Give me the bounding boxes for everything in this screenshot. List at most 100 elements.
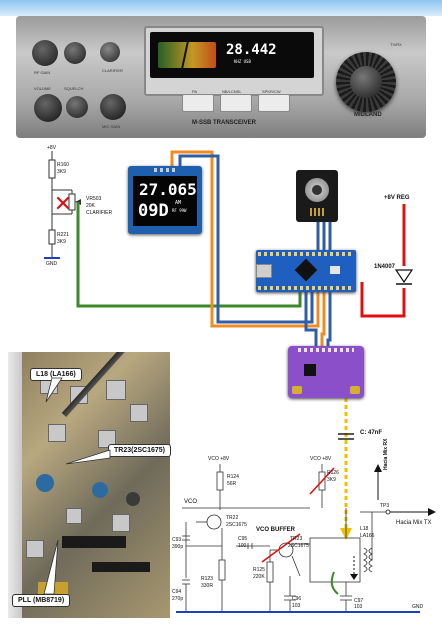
panel-label: PA [192,89,198,94]
board-photo [8,352,170,618]
vr503-pot [68,193,76,211]
green-bracket [330,571,339,595]
callout-tr23: TR23(2SC1675) [108,444,171,457]
header-banner [0,0,442,16]
callout-pll: PLL (MB8719) [12,594,71,607]
rotary-encoder [296,170,338,222]
c96-label: C96 [292,596,302,602]
radio-corner-text: TX/RX [390,42,402,47]
v8reg-label: +8V REG [384,195,410,201]
capacitor-label: C: 47nF [360,430,383,436]
can-coil [66,508,82,524]
cut-mark [56,196,70,210]
l18-label: L18 [360,526,369,532]
can-coil [98,430,116,448]
oled-header-pins [154,168,176,172]
encoder-pins [310,208,324,216]
electrolytic-cap [126,492,140,506]
nb-button [220,94,252,112]
r125-label: R125 [253,567,265,573]
r126-strike [309,467,335,495]
electrolytic-cap [92,482,108,498]
v8-label: +8V [47,145,57,151]
can-coil [48,424,66,442]
tr23-strike [261,533,301,563]
tr23-label: TR23 [290,536,303,542]
r123-label: R123 [201,576,213,582]
c93-label: C93 [172,537,182,543]
r221-label: R221 [57,232,69,238]
r125-resistor [266,561,274,583]
vr503-label: VR503 [86,196,102,202]
sma-connector [292,386,302,394]
r124-label: R124 [227,474,239,480]
diode-symbol [394,269,414,284]
vco8v-label: VCO +8V [208,456,230,462]
can-coil [130,404,148,422]
vco-buffer-label: VCO BUFFER [256,527,295,533]
crystal [38,582,68,594]
r160-resistor [48,159,56,179]
pll-chip [62,536,126,548]
tr22-type: 2SC1675 [226,522,247,528]
arduino-top-pins [258,252,354,256]
mcu-chip [294,258,318,282]
c95-label: C95 [238,536,248,542]
oled-channel: 09D [138,201,169,221]
panel-label: VOLUME [34,86,51,91]
oled-frequency: 27.065 [139,180,197,199]
red-wire-2 [360,282,406,318]
panel-label: SPKR/CW [262,89,281,94]
volume-knob [34,94,62,122]
r125-value: 220K [253,574,265,580]
spkr-button [258,94,290,112]
c94-label: C94 [172,589,182,595]
r123-resistor [218,559,226,581]
panel-label: CLARIFIER [102,68,123,73]
r160-value: 3K9 [57,169,66,175]
tp3-label: TP3 [380,503,390,509]
sma-connector [350,386,360,394]
tr22-label: TR22 [226,515,239,521]
radio-unit: KHZ USB [234,59,251,64]
panel-label: RF GAIN [34,70,51,75]
clarifier-knob [64,42,86,64]
blue-wire-2 [326,292,332,348]
hacia-rx-label: Hacia Mix RX [383,438,389,470]
panel-label: MIC GAIN [102,124,121,129]
chassis-edge [8,352,22,618]
radio-photo: RF GAIN CLARIFIER VOLUME SQUELCH 28.442 … [16,16,426,138]
radio-frequency: 28.442 [226,42,277,58]
rf-gain-knob [32,40,58,66]
r124-value: 56R [227,481,237,487]
mic-gain-knob [100,94,126,120]
r124-resistor [216,471,224,491]
orange-wire-2 [320,292,326,348]
blue-wire-3 [304,292,318,348]
si5351-chip [304,364,316,376]
oled-mode: AM [175,200,182,206]
reset-button [330,266,340,274]
vco8v-label-b: VCO +8V [310,456,332,462]
electrolytic-cap [36,474,54,492]
r221-value: 3K9 [57,239,66,245]
usb-connector [256,264,272,278]
hacia-tx-label: Hacia Mix TX [396,520,432,526]
oled-module: 27.065 09D AM RF 99W [128,166,202,234]
channel-knob-cap [350,66,382,98]
arduino-nano [256,250,356,292]
gnd-label-bottom: GND [412,604,424,610]
can-coil [112,514,130,532]
vco-label: VCO [184,499,198,505]
radio-maker-text: MIDLAND [354,112,382,118]
l18-value: LA166 [360,533,375,539]
green-wire [76,202,302,308]
orange-wire [170,150,320,328]
encoder-shaft [312,185,322,195]
r126-label: R126 [327,470,339,476]
c96-value: 103 [292,603,301,609]
arduino-bottom-pins [258,286,354,290]
c95-value: 100 [238,543,247,549]
r221-resistor [48,229,56,245]
